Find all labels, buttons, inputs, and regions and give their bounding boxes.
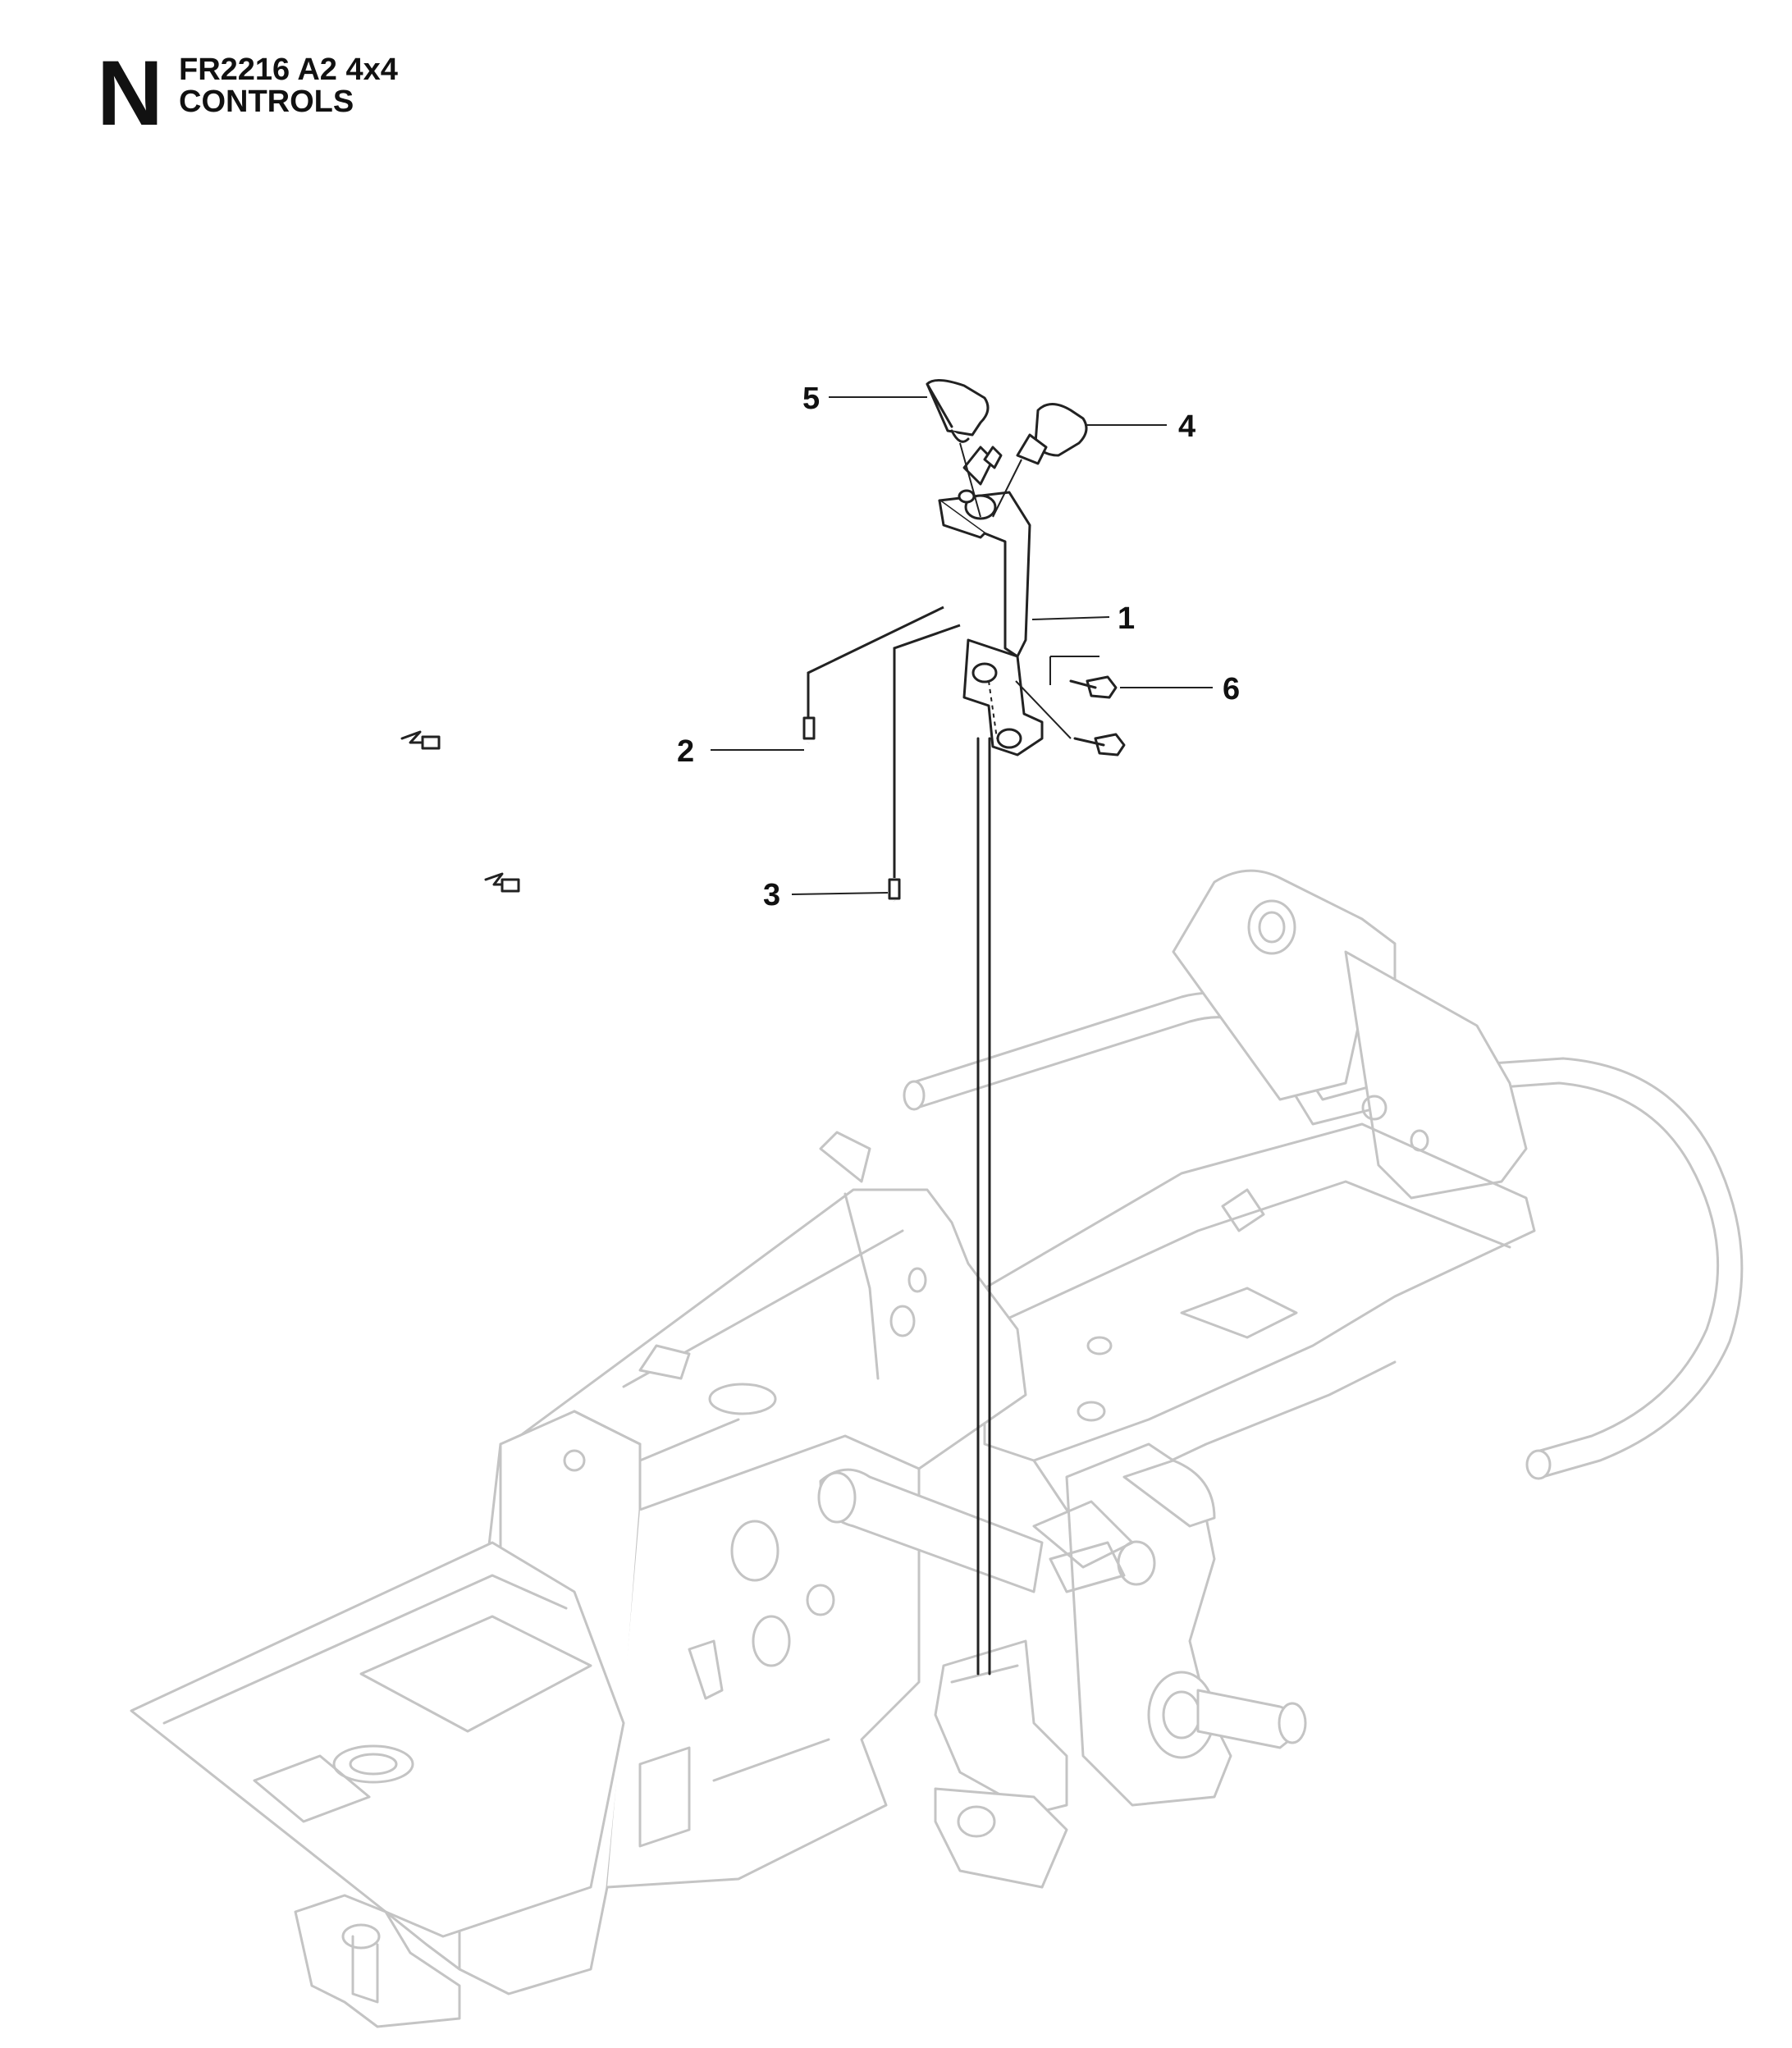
model-title: FR2216 A2 4x4: [179, 53, 398, 87]
callout-3: 3: [763, 878, 780, 912]
steering-rod: [976, 737, 991, 1675]
lever-bracket: [938, 446, 1044, 757]
cable-upper: [400, 606, 944, 845]
cable-lower: [484, 624, 961, 948]
callout-6: 6: [1223, 672, 1240, 706]
chassis-frame-ghost: [130, 869, 1744, 2028]
bolts: [1015, 675, 1126, 757]
leader-3: [791, 892, 889, 895]
leader-1: [1031, 616, 1110, 620]
callout-2: 2: [677, 734, 694, 769]
section-letter: N: [97, 42, 163, 144]
callout-5: 5: [802, 382, 820, 416]
knob-left: [926, 379, 990, 518]
callout-1: 1: [1118, 601, 1135, 636]
callout-4: 4: [1178, 409, 1195, 444]
knob-right: [992, 403, 1088, 518]
section-title: CONTROLS: [179, 85, 354, 119]
